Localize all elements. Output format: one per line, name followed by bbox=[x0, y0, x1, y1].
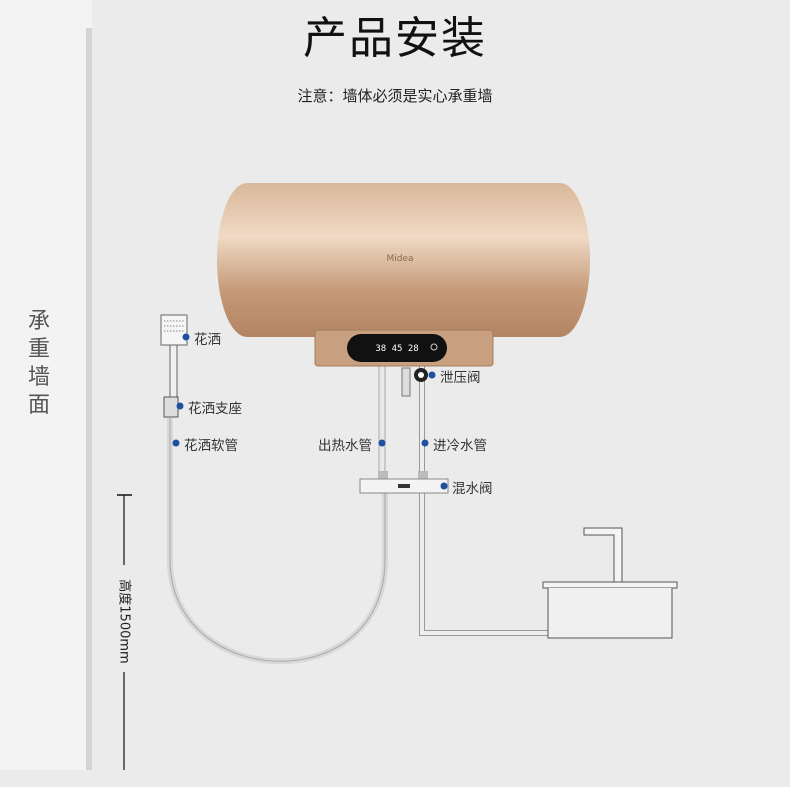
hot-pipe bbox=[378, 363, 386, 481]
label-relief-valve: 泄压阀 bbox=[440, 370, 481, 386]
shower-head bbox=[160, 314, 188, 418]
shower-holder bbox=[163, 396, 179, 418]
label-shower-hose: 花洒软管 bbox=[184, 438, 238, 454]
shower-hose bbox=[167, 418, 388, 665]
label-shower-head: 花洒 bbox=[194, 332, 221, 348]
label-shower-holder: 花洒支座 bbox=[188, 401, 242, 417]
svg-text:Midea: Midea bbox=[386, 254, 413, 264]
height-dimension bbox=[117, 494, 132, 770]
svg-text:38 45 28: 38 45 28 bbox=[375, 344, 418, 354]
wall-label: 承重墙面 bbox=[27, 309, 50, 418]
label-hot-pipe: 出热水管 bbox=[318, 438, 372, 454]
wall-edge bbox=[86, 28, 92, 770]
mixing-valve bbox=[359, 471, 449, 494]
load-bearing-wall bbox=[0, 0, 86, 770]
label-markers bbox=[172, 333, 448, 490]
cold-pipe bbox=[419, 364, 548, 636]
height-label: 高度1500mm bbox=[116, 579, 132, 664]
label-mixing-valve: 混水阀 bbox=[452, 481, 493, 497]
water-heater-tank: Midea 38 45 28 bbox=[217, 183, 590, 367]
sink bbox=[542, 527, 678, 639]
wall-note: 注意：墙体必须是实心承重墙 bbox=[297, 87, 493, 105]
relief-valve bbox=[401, 367, 428, 397]
display-screen bbox=[347, 334, 447, 362]
page-title: 产品安装 bbox=[303, 13, 487, 64]
label-cold-pipe: 进冷水管 bbox=[433, 438, 487, 454]
